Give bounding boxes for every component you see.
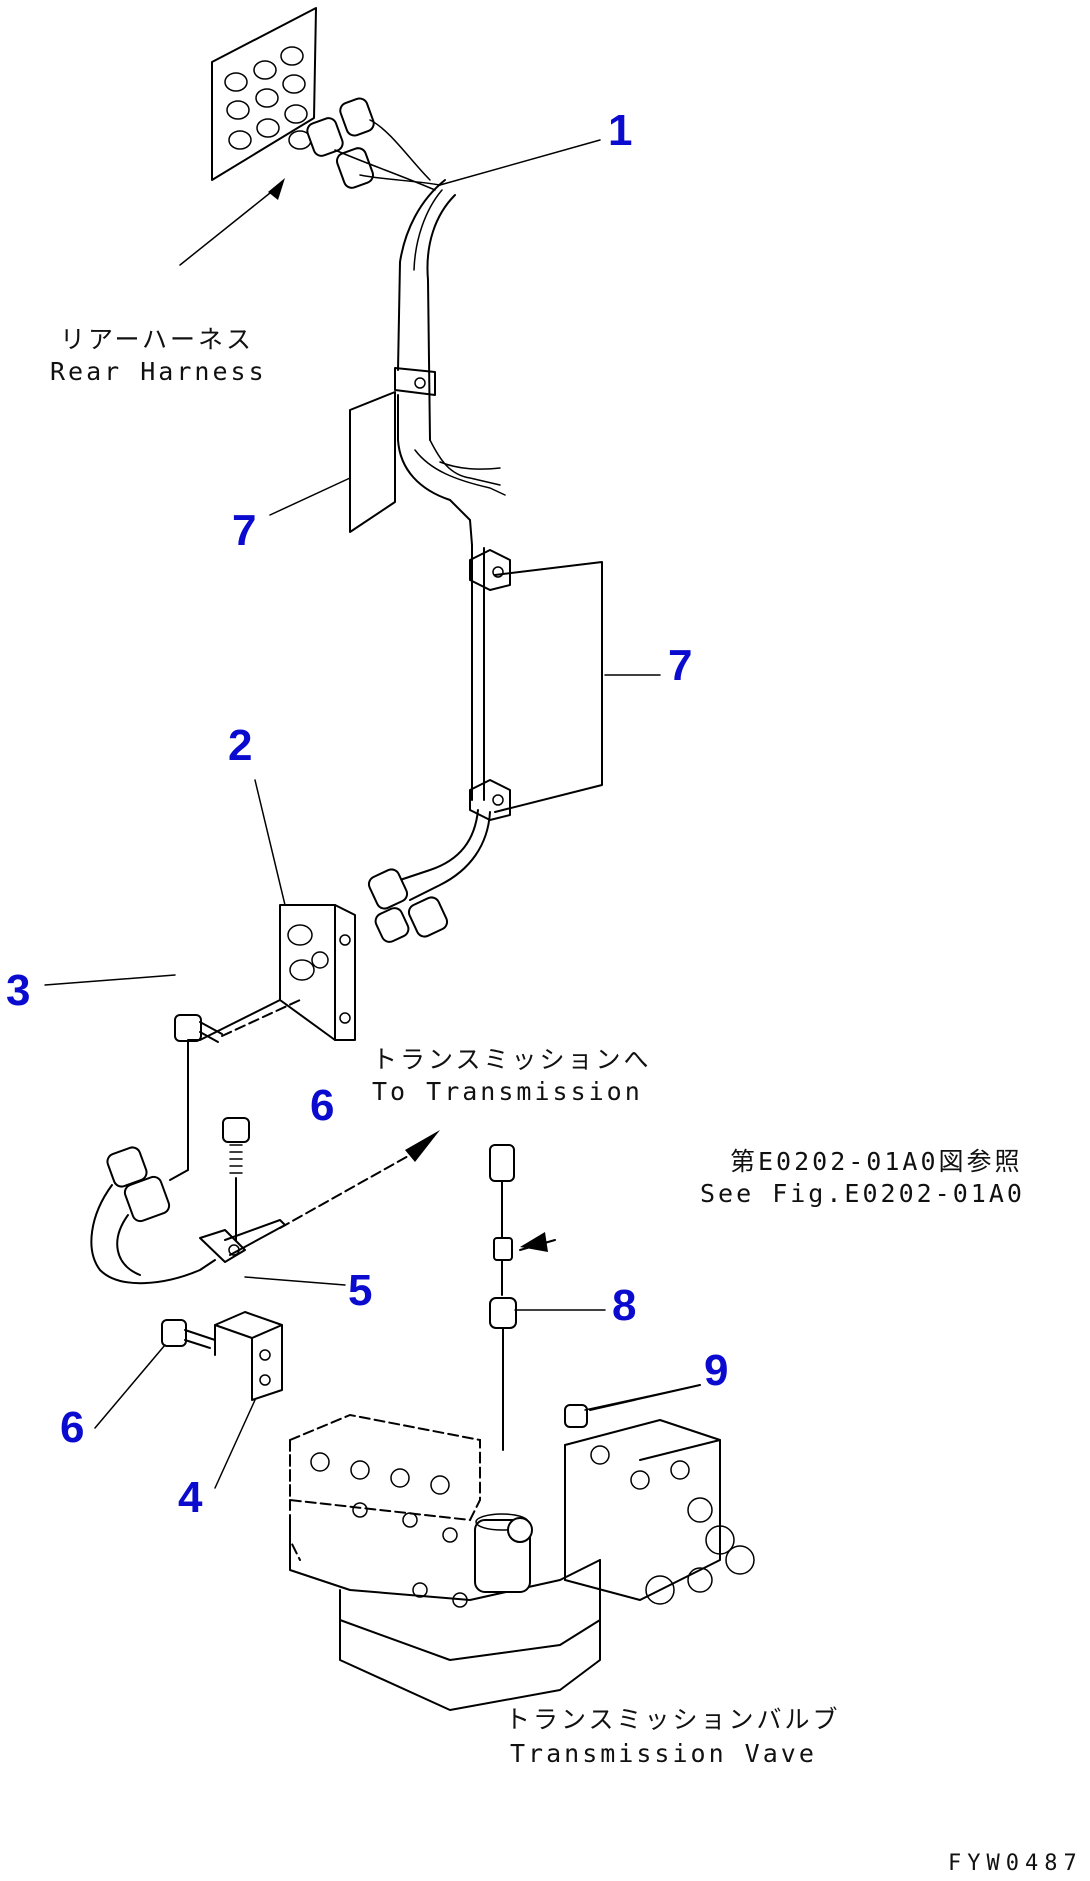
callout-1: 1 — [608, 106, 632, 155]
callout-2: 2 — [228, 721, 252, 770]
callout-7-upper: 7 — [232, 506, 256, 555]
callout-7-middle: 7 — [668, 641, 692, 690]
see-fig-label-en: See Fig.E0202-01A0 — [700, 1179, 1025, 1208]
harness-bracket-upper — [349, 391, 396, 533]
transmission-valve-label-en: Transmission Vave — [510, 1739, 817, 1768]
leader-lines — [44, 139, 701, 1489]
callout-6-upper: 6 — [310, 1081, 334, 1130]
rear-harness-panel — [211, 7, 317, 181]
bolt-6-upper — [222, 1117, 250, 1241]
bracket-4 — [214, 1311, 283, 1401]
sensor-8 — [489, 1144, 556, 1451]
bolt-6-lower — [161, 1319, 216, 1349]
wiring-harness-lower — [90, 999, 440, 1285]
callout-5: 5 — [348, 1266, 372, 1315]
drawing-code: FYW0487 — [948, 1851, 1083, 1876]
callout-6-lower: 6 — [60, 1403, 84, 1452]
callout-8: 8 — [612, 1281, 636, 1330]
callout-4: 4 — [178, 1473, 203, 1522]
to-transmission-label-en: To Transmission — [372, 1077, 643, 1106]
transmission-valve — [289, 1384, 755, 1711]
to-transmission-label-jp: トランスミッションへ — [372, 1045, 652, 1074]
callouts: 1 2 3 4 5 6 6 7 7 8 9 — [6, 106, 728, 1522]
see-fig-label-jp: 第E0202-01A0図参照 — [730, 1147, 1023, 1176]
bolt-3 — [174, 999, 301, 1043]
labels: リアーハーネス Rear Harness トランスミッションへ To Trans… — [50, 325, 1083, 1876]
transmission-valve-label-jp: トランスミッションバルブ — [505, 1705, 841, 1734]
wiring-harness-upper — [306, 97, 506, 546]
bracket-2 — [279, 904, 356, 1041]
callout-9: 9 — [704, 1346, 728, 1395]
callout-3: 3 — [6, 966, 30, 1015]
rear-harness-label-jp: リアーハーネス — [60, 325, 254, 354]
harness-bracket-middle — [367, 544, 603, 943]
rear-harness-label-en: Rear Harness — [50, 357, 267, 386]
